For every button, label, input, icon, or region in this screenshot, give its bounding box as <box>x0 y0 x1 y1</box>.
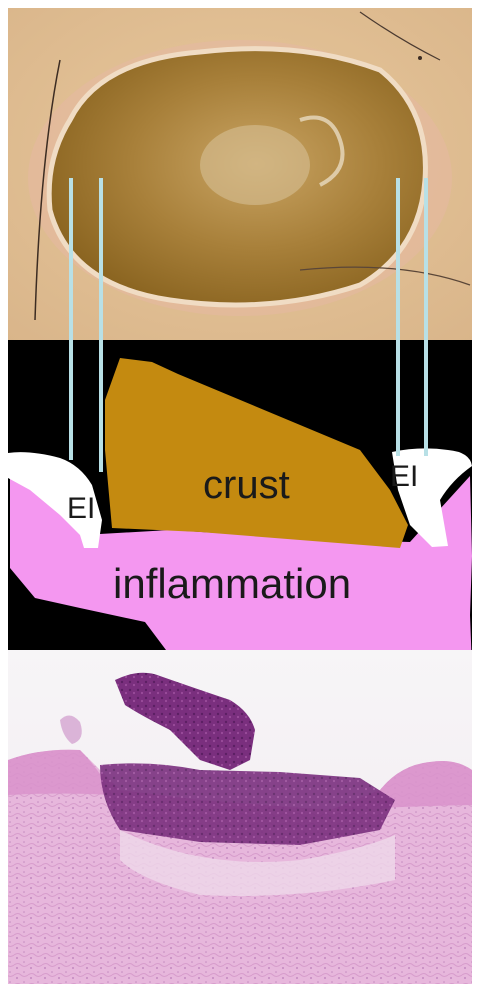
guide-line-2 <box>99 178 103 472</box>
hair-follicle <box>418 56 422 60</box>
schematic-panel: crust inflammation EI EI <box>8 340 472 668</box>
inflammation-label: inflammation <box>113 560 351 607</box>
histology-panel <box>8 650 472 984</box>
clinical-photo-panel <box>8 8 472 340</box>
guide-line-1 <box>69 178 73 460</box>
guide-line-4 <box>424 178 428 456</box>
ei-label-left: EI <box>67 492 95 525</box>
lesion-highlight <box>200 125 310 205</box>
crust-label: crust <box>203 463 290 507</box>
guide-line-3 <box>396 178 400 456</box>
ei-label-right: EI <box>390 460 418 493</box>
